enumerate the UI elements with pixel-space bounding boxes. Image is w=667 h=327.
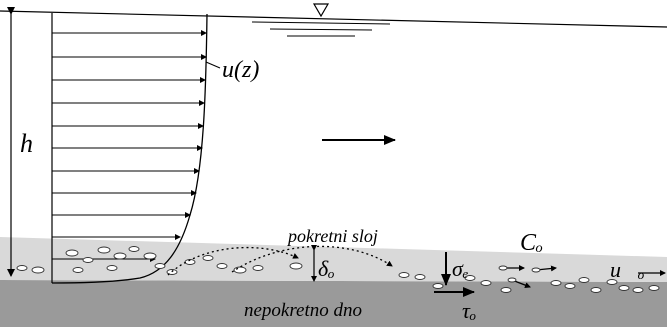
shear-stress-label: τₒ: [462, 298, 476, 323]
normal-stress-label: σₑ: [452, 256, 469, 281]
immobile-bed-region: [0, 280, 667, 327]
immobile-bed-label: nepokretno dno: [244, 300, 362, 321]
moving-layer-label: pokretni sloj: [286, 226, 378, 246]
velocity-profile-curve: [51, 13, 208, 284]
sediment-particles: [16, 246, 660, 293]
water-surface-triangle-icon: [251, 3, 391, 37]
concentration-label: Cₒ: [520, 230, 543, 256]
layer-thickness-label: δₒ: [318, 256, 335, 281]
particle-velocity-label: u⃗ₒ: [610, 257, 644, 282]
moving-layer-region: [0, 237, 667, 282]
particle-trajectory-2: [231, 245, 393, 273]
velocity-profile-label: u(z): [222, 57, 259, 83]
depth-label: h: [20, 129, 33, 158]
particle-trajectory-1: [167, 246, 299, 276]
water-surface-line: [0, 10, 667, 28]
velocity-profile-arrows: [52, 30, 207, 262]
